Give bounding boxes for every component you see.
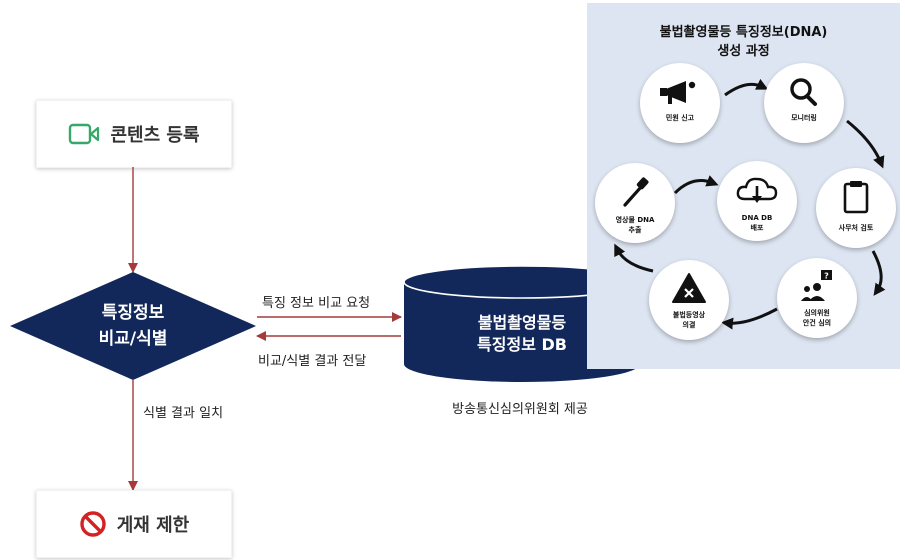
svg-text:?: ? <box>824 272 829 281</box>
match-label: 식별 결과 일치 <box>143 406 224 421</box>
step-distribution-line1: DNA DB <box>741 214 773 222</box>
step-monitoring: 모니터링 <box>764 63 844 143</box>
dna-process-panel: 불법촬영물등 특징정보(DNA) 생성 과정 민원 신고 모니터링 <box>587 3 900 369</box>
step-review: 사무처 검토 <box>816 168 896 248</box>
step-monitoring-line1: 모니터링 <box>791 114 817 122</box>
database-cylinder <box>403 265 641 382</box>
cycle-arrows <box>614 78 886 330</box>
step-report: 민원 신고 <box>640 63 720 143</box>
database-label: 불법촬영물등 특징정보 DB <box>402 312 642 356</box>
step-extraction-line1: 영상물 DNA <box>615 216 655 224</box>
compare-diamond <box>10 272 256 380</box>
process-title-line2: 생성 과정 <box>717 44 770 59</box>
restrict-label: 게재 제한 <box>116 515 190 536</box>
step-resolution-line1: 불법등영상 <box>672 311 706 319</box>
cycle-arrow-4 <box>721 307 778 330</box>
register-label: 콘텐츠 등록 <box>110 125 200 146</box>
step-extraction: 영상물 DNA 추출 <box>595 163 675 243</box>
cloud-download-icon <box>736 177 778 203</box>
restrict-box: 게재 제한 <box>36 490 232 558</box>
cycle-arrow-1 <box>724 78 769 97</box>
step-deliberation: ? 심의위원 안건 심의 <box>777 258 857 338</box>
compare-label-line2: 비교/식별 <box>98 329 168 349</box>
cycle-arrow-6 <box>673 175 719 195</box>
content-register-box: 콘텐츠 등록 <box>36 100 232 168</box>
meeting-icon: ? <box>801 270 832 301</box>
ban-icon <box>80 511 106 537</box>
provider-label: 방송통신심의위원회 제공 <box>452 402 588 417</box>
step-extraction-line2: 추출 <box>628 226 642 234</box>
step-distribution-line2: 배포 <box>750 224 764 232</box>
step-resolution: 불법등영상 의결 <box>649 260 729 340</box>
request-label: 특징 정보 비교 요청 <box>262 296 371 311</box>
step-resolution-line2: 의결 <box>682 321 696 329</box>
cycle-arrow-3 <box>871 250 886 296</box>
cycle-arrow-2 <box>846 119 885 169</box>
warning-icon <box>672 273 706 303</box>
process-title-line1: 불법촬영물등 특징정보(DNA) <box>659 25 828 40</box>
search-icon <box>790 78 817 106</box>
megaphone-icon <box>660 81 696 104</box>
clipboard-icon <box>843 181 869 214</box>
compare-label-line1: 특징정보 <box>101 303 165 323</box>
database-label-line1: 불법촬영물등 <box>477 313 567 332</box>
dropper-icon <box>623 177 649 207</box>
step-deliberation-line2: 안건 심의 <box>802 319 832 327</box>
compare-label: 특징정보 비교/식별 <box>8 300 258 352</box>
step-review-line1: 사무처 검토 <box>838 224 874 232</box>
cycle-arrow-5 <box>614 243 654 273</box>
database-label-line2: 특징정보 DB <box>477 335 567 354</box>
step-deliberation-line1: 심의위원 <box>804 309 830 317</box>
step-distribution: DNA DB 배포 <box>717 161 797 241</box>
step-report-line1: 민원 신고 <box>665 114 695 122</box>
result-label: 비교/식별 결과 전달 <box>258 354 367 369</box>
video-camera-icon <box>69 123 100 145</box>
